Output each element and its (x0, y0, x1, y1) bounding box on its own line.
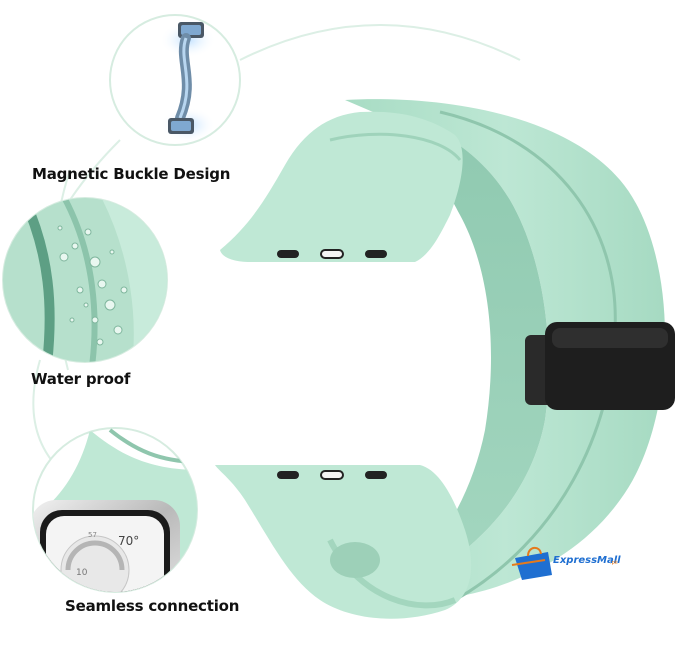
brand-logo-icon (511, 546, 552, 580)
magnetic-buckle-icon (160, 22, 216, 143)
band-inner (380, 115, 549, 600)
watch-temperature: 70° (118, 534, 139, 548)
water-drops-icon (3, 198, 167, 362)
pin-hole (277, 471, 299, 479)
band-bottom-tail (215, 465, 472, 619)
feature-circle-magnetic (109, 14, 241, 146)
feature-label-water: Water proof (31, 370, 131, 388)
dial-number: 57 (88, 531, 97, 539)
pin-hole (277, 250, 299, 258)
band-top-tail (220, 111, 463, 262)
pin-hole (365, 250, 387, 258)
band-outer-loop (345, 99, 665, 600)
pin-hole (320, 249, 344, 259)
brand-watermark-suffix: .pk (610, 560, 618, 566)
feature-label-magnetic: Magnetic Buckle Design (32, 165, 231, 183)
pin-hole (365, 471, 387, 479)
feature-circle-water (2, 197, 168, 363)
feature-circle-seamless: 70° 57 10 (32, 427, 198, 593)
feature-label-seamless: Seamless connection (65, 597, 240, 615)
dial-number: 10 (76, 568, 88, 578)
watch-connection-icon: 70° 57 10 (33, 428, 197, 592)
connector-arc (239, 24, 521, 61)
pin-hole (320, 470, 344, 480)
magnetic-buckle (525, 322, 675, 410)
brand-watermark: ExpressMall (553, 555, 621, 566)
watch-band (215, 99, 675, 619)
